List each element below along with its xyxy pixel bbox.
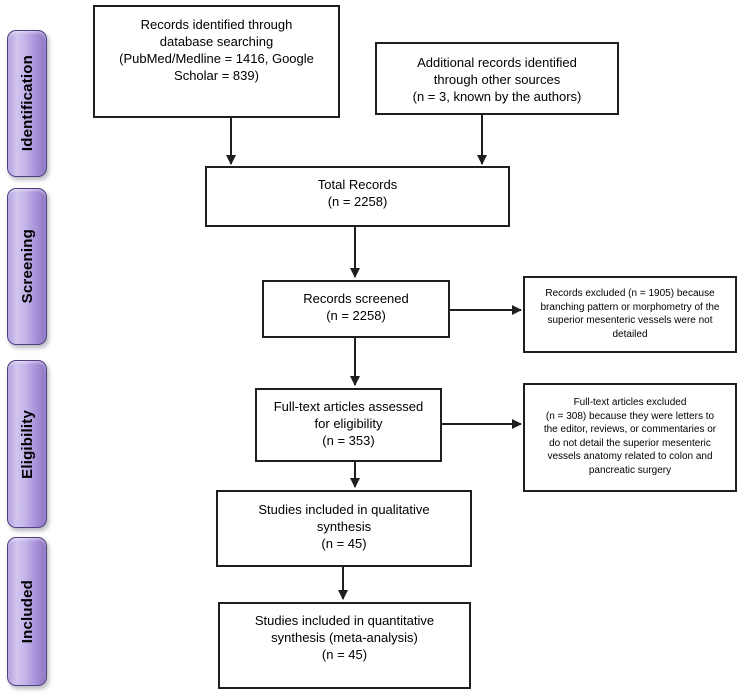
stage-label: Identification	[18, 55, 36, 152]
stage-bar-eligibility: Eligibility	[7, 360, 47, 528]
node-additional-records: Additional records identified through ot…	[375, 42, 619, 115]
stage-label: Included	[18, 579, 36, 644]
node-total-records: Total Records (n = 2258)	[205, 166, 510, 227]
node-fulltext-excluded: Full-text articles excluded (n = 308) be…	[523, 383, 737, 492]
node-fulltext-assessed: Full-text articles assessed for eligibil…	[255, 388, 442, 462]
stage-bar-screening: Screening	[7, 188, 47, 345]
stage-bar-identification: Identification	[7, 30, 47, 177]
node-quantitative-synthesis: Studies included in quantitative synthes…	[218, 602, 471, 689]
stage-label: Screening	[18, 229, 36, 304]
stage-label: Eligibility	[18, 409, 36, 479]
node-records-excluded: Records excluded (n = 1905) because bran…	[523, 276, 737, 353]
node-records-identified: Records identified through database sear…	[93, 5, 340, 118]
node-qualitative-synthesis: Studies included in qualitative synthesi…	[216, 490, 472, 567]
node-records-screened: Records screened (n = 2258)	[262, 280, 450, 338]
stage-bar-included: Included	[7, 537, 47, 686]
